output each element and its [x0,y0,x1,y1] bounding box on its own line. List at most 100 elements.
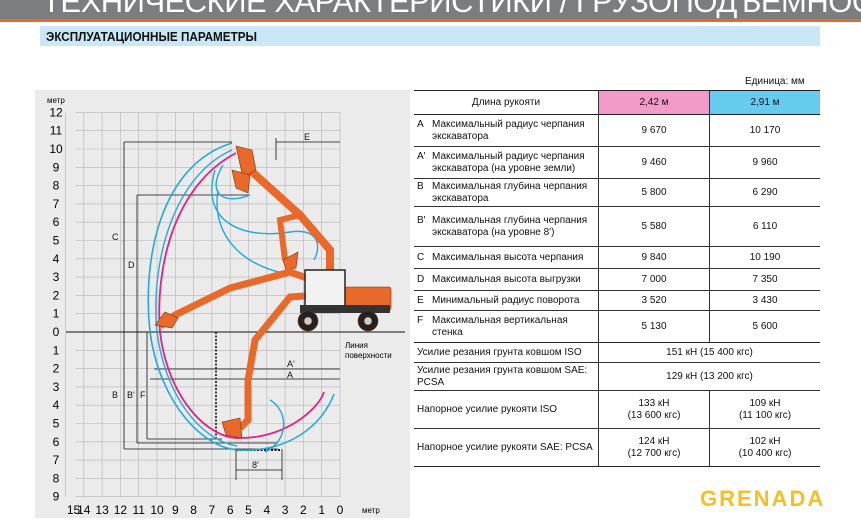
value-kgf: (11 100 кгс) [738,409,792,421]
y-tick-label: 6 [53,435,60,449]
value-kn: 133 кН [638,397,670,409]
x-tick-label: 8 [190,503,197,517]
x-tick-label: 4 [263,503,270,517]
section-header: ЭКСПЛУАТАЦИОННЫЕ ПАРАМЕТРЫ [40,26,820,46]
y-tick-label: 9 [53,160,60,174]
y-tick-label: 4 [53,398,60,412]
dimension-letter: A [417,118,424,130]
table-row: A' Максимальный радиус черпания экскавато… [414,146,820,179]
dimension-letter: D [417,273,425,285]
value-kn: 102 кН [749,435,781,447]
header-arm-length: Длина рукояти [414,90,599,115]
row-value-291: 10 170 [709,114,820,147]
row-label: Напорное усилие рукояти SAE: PCSA [414,428,599,467]
x-tick-label: 3 [282,503,289,517]
row-value-291: 9 960 [709,146,820,179]
dimension-letter: C [417,251,425,263]
dim-label-e: E [304,132,310,142]
row-value-242: 5 130 [598,310,710,343]
row-value-291: 109 кН(11 100 кгс) [709,390,820,429]
y-tick-label: 6 [53,215,60,229]
x-tick-label: 14 [77,503,91,517]
dimension-letter: E [417,294,424,306]
row-label: C Максимальная высота черпания [414,246,599,269]
x-tick-label: 13 [95,503,109,517]
row-value: 151 кН (15 400 кгс) [598,342,820,363]
row-value-242: 7 000 [598,268,710,291]
watermark-logo: GRENADA [700,486,826,511]
value-kgf: (12 700 кгс) [627,447,681,459]
row-value-291: 6 110 [709,206,820,247]
y-tick-label: 11 [50,124,63,138]
row-value-242: 5 800 [598,178,710,207]
row-label: Усилие резания грунта ковшом ISO [414,342,599,363]
table-header-row: Длина рукояти 2,42 м 2,91 м [414,90,820,115]
parameter-name: Максимальная высота выгрузки [432,273,581,285]
table-row: Напорное усилие рукояти ISO 133 кН(13 60… [414,390,820,429]
x-tick-label: 9 [172,503,179,517]
x-tick-label: 11 [132,503,145,517]
row-label: Усилие резания грунта ковшом SAE: PCSA [414,362,599,391]
y-tick-label: 12 [49,105,63,119]
row-value-291: 5 600 [709,310,820,343]
row-label: B'Максимальная глубина черпания экскават… [414,206,599,247]
parameter-name: Максимальный радиус черпания экскаватора… [432,150,585,174]
y-tick-label: 1 [53,307,60,321]
row-value-291: 10 190 [709,246,820,269]
parameter-name: Максимальная высота черпания [432,251,584,263]
value-kn: 124 кН [638,435,670,447]
x-tick-label: 0 [337,503,344,517]
dimension-letter: F [417,314,424,326]
y-tick-label: 9 [53,490,60,504]
x-tick-label: 5 [245,503,252,517]
x-tick-label: 12 [114,503,128,517]
x-tick-label: 2 [300,503,307,517]
value-kn: 109 кН [749,397,781,409]
row-label: A Максимальный радиус черпания экскаватор… [414,114,599,147]
table-row: Усилие резания грунта ковшом SAE: PCSA 1… [414,362,820,391]
row-value-242: 9 460 [598,146,710,179]
row-value-242: 133 кН(13 600 кгс) [598,390,710,429]
value-kgf: (13 600 кгс) [627,409,681,421]
x-tick-label: 10 [150,503,164,517]
y-unit-label: метр [47,96,65,105]
row-value-242: 3 520 [598,290,710,311]
reach-envelope-242 [158,152,325,439]
table-row: B'Максимальная глубина черпания экскават… [414,206,820,247]
reach-envelope-291 [147,142,335,451]
row-label: A' Максимальный радиус черпания экскавато… [414,146,599,179]
y-tick-label: 8 [53,179,60,193]
section-title: ЭКСПЛУАТАЦИОННЫЕ ПАРАМЕТРЫ [46,29,258,44]
page-title: ТЕХНИЧЕСКИЕ ХАРАКТЕРИСТИКИ / ГРУЗОПОДЪЕМ… [42,0,861,19]
excavator-illustration [154,145,392,439]
y-tick-label: 0 [53,325,60,339]
y-tick-label: 1 [53,343,60,357]
dim-label-d: D [128,260,135,270]
header-col-291: 2,91 м [709,90,820,115]
reach-envelope-291-inner [155,149,238,447]
row-value-291: 7 350 [709,268,820,291]
page-header: ТЕХНИЧЕСКИЕ ХАРАКТЕРИСТИКИ / ГРУЗОПОДЪЕМ… [0,0,861,22]
dim-label-f: F [140,390,146,400]
specs-table: Длина рукояти 2,42 м 2,91 м A Максимальны… [414,90,820,467]
row-value-291: 3 430 [709,290,820,311]
value-kgf: (10 400 кгс) [738,447,792,459]
x-tick-label: 1 [318,503,325,517]
y-tick-label: 2 [53,362,60,376]
x-unit-label: метр [362,506,380,515]
y-tick-label: 7 [53,197,60,211]
header-col-242: 2,42 м [598,90,710,115]
table-row: D Максимальная высота выгрузки 7 000 7 35… [414,268,820,291]
y-tick-label: 2 [53,288,60,302]
dimension-letter: A' [417,150,426,162]
parameter-name: Максимальный радиус черпания экскаватора [432,118,585,142]
x-tick-label: 15 [67,503,81,517]
x-tick-label: 7 [209,503,216,517]
